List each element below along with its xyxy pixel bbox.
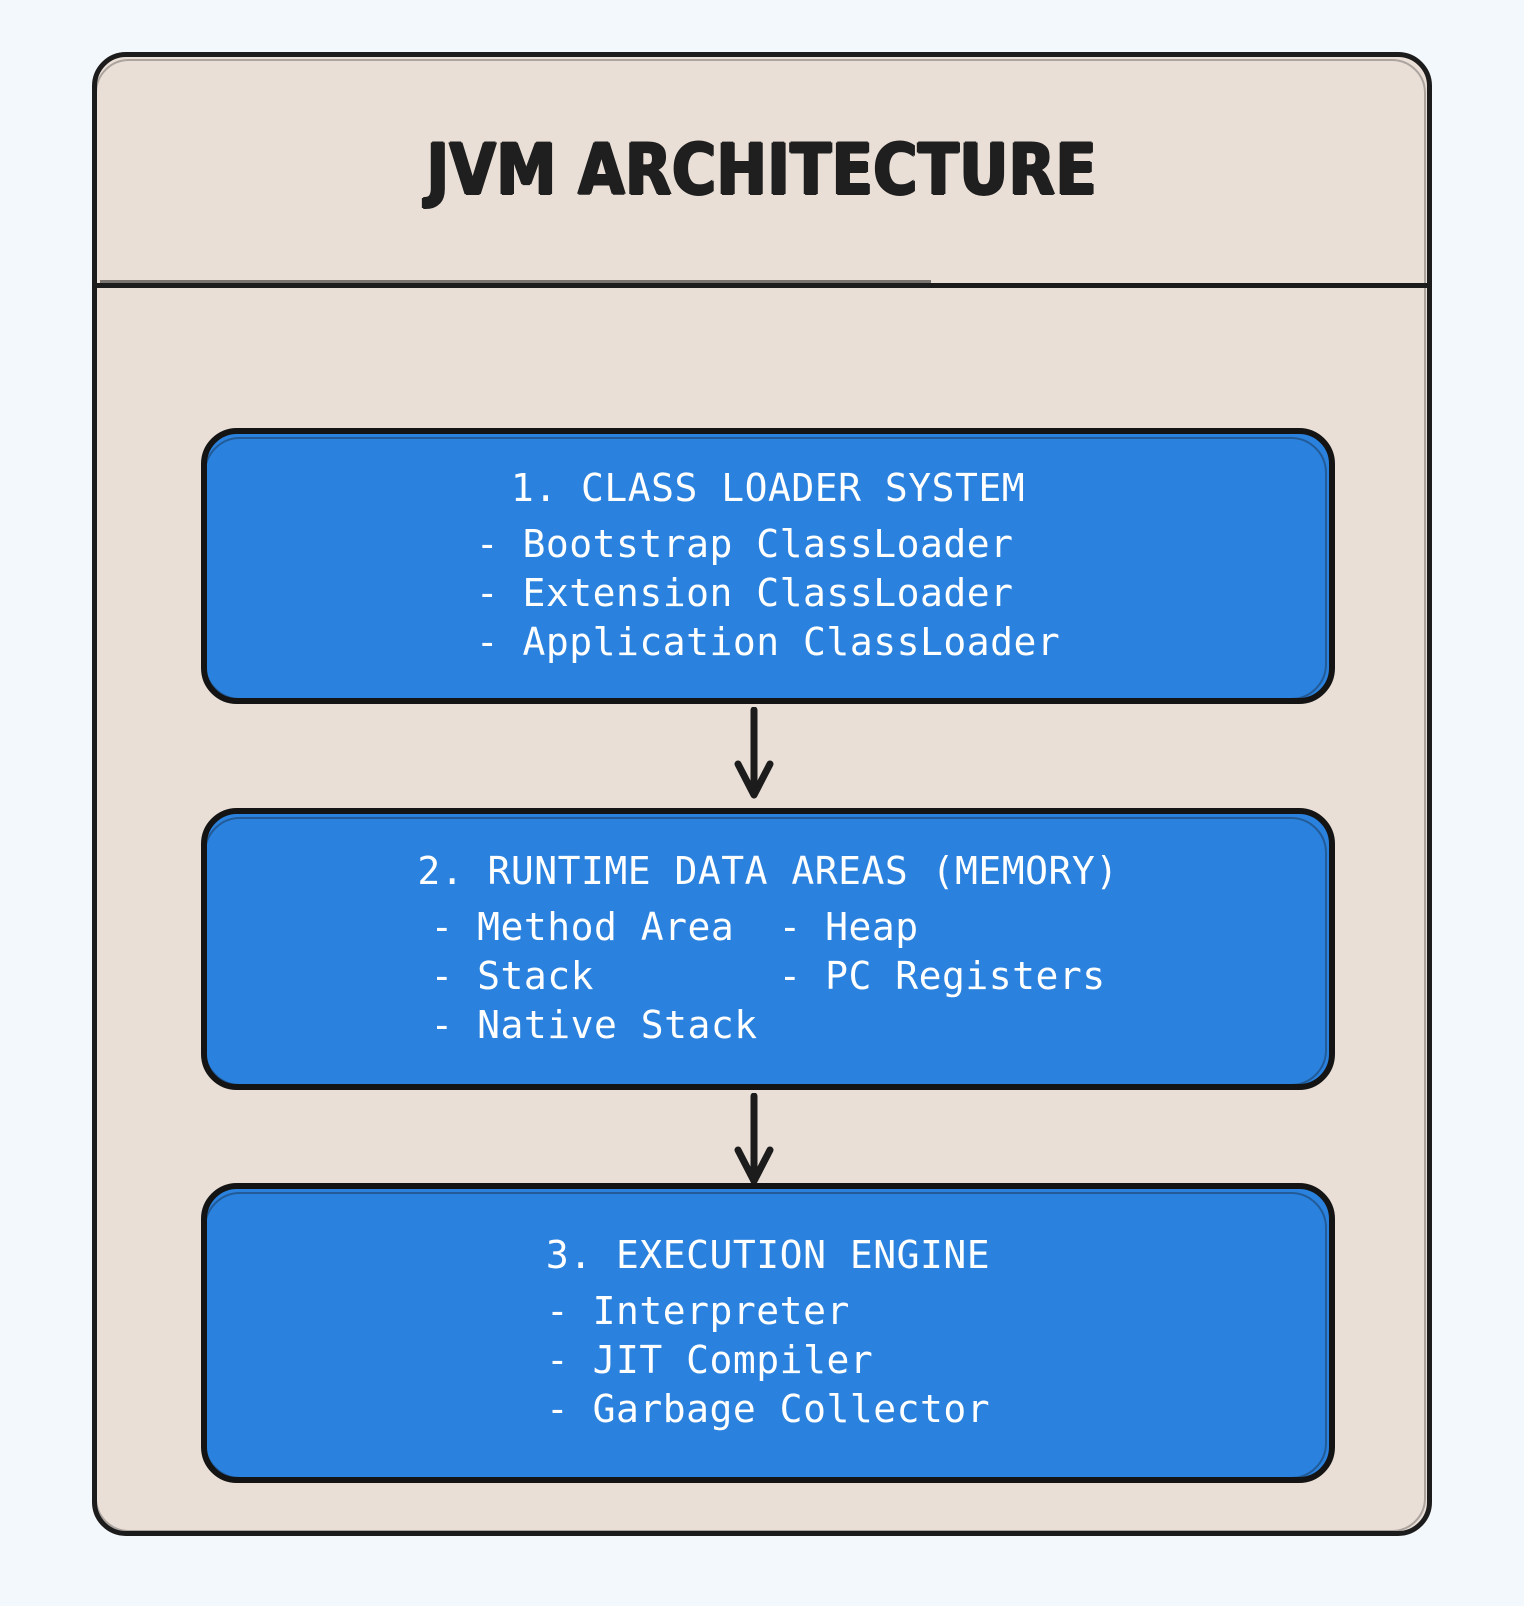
list-item: - Native Stack <box>430 1001 1105 1050</box>
stage-box-runtime-data-areas[interactable]: 2. RUNTIME DATA AREAS (MEMORY) - Method … <box>201 808 1335 1090</box>
list-item-right: - PC Registers <box>778 953 1106 998</box>
list-item-left: - Stack <box>430 953 594 998</box>
list-item: - Garbage Collector <box>545 1386 991 1431</box>
stage-3-list: - Interpreter - JIT Compiler - Garbage C… <box>546 1287 990 1434</box>
stage-1-heading: 1. CLASS LOADER SYSTEM <box>510 465 1026 510</box>
stage-2-heading: 2. RUNTIME DATA AREAS (MEMORY) <box>417 848 1119 893</box>
list-item-left: - Method Area <box>430 904 735 949</box>
stage-2-list: - Method Area - Heap - Stack - PC Regist… <box>430 903 1105 1050</box>
header-divider <box>92 280 1432 288</box>
stage-1-list: - Bootstrap ClassLoader - Extension Clas… <box>476 520 1060 667</box>
diagram-header: JVM ARCHITECTURE <box>97 57 1427 283</box>
arrow-stage1-to-stage2-icon <box>719 707 789 801</box>
stage-box-1-content: 1. CLASS LOADER SYSTEM - Bootstrap Class… <box>207 434 1329 698</box>
arrow-stage2-to-stage3-icon <box>719 1093 789 1187</box>
stage-box-2-content: 2. RUNTIME DATA AREAS (MEMORY) - Method … <box>207 814 1329 1084</box>
list-item: - JIT Compiler <box>545 1337 874 1382</box>
list-item: - Application ClassLoader <box>475 619 1061 664</box>
diagram-container-card: JVM ARCHITECTURE 1. CLASS LOADER SYSTEM … <box>92 52 1432 1536</box>
list-item: - Extension ClassLoader <box>475 570 1014 615</box>
stage-box-class-loader-system[interactable]: 1. CLASS LOADER SYSTEM - Bootstrap Class… <box>201 428 1335 704</box>
list-item: - Stack - PC Registers <box>430 952 1105 1001</box>
list-item-right: - Heap <box>778 904 919 949</box>
stage-box-execution-engine[interactable]: 3. EXECUTION ENGINE - Interpreter - JIT … <box>201 1183 1335 1483</box>
list-item: - Method Area - Heap <box>430 903 1105 952</box>
list-item: - Bootstrap ClassLoader <box>475 521 1014 566</box>
stage-3-heading: 3. EXECUTION ENGINE <box>545 1232 991 1277</box>
stage-box-3-content: 3. EXECUTION ENGINE - Interpreter - JIT … <box>207 1189 1329 1477</box>
diagram-body: 1. CLASS LOADER SYSTEM - Bootstrap Class… <box>97 288 1427 1536</box>
list-item: - Interpreter <box>545 1288 850 1333</box>
list-item-left: - Native Stack <box>430 1002 758 1047</box>
page-title: JVM ARCHITECTURE <box>426 129 1098 211</box>
list-item-right <box>778 1001 1105 1050</box>
